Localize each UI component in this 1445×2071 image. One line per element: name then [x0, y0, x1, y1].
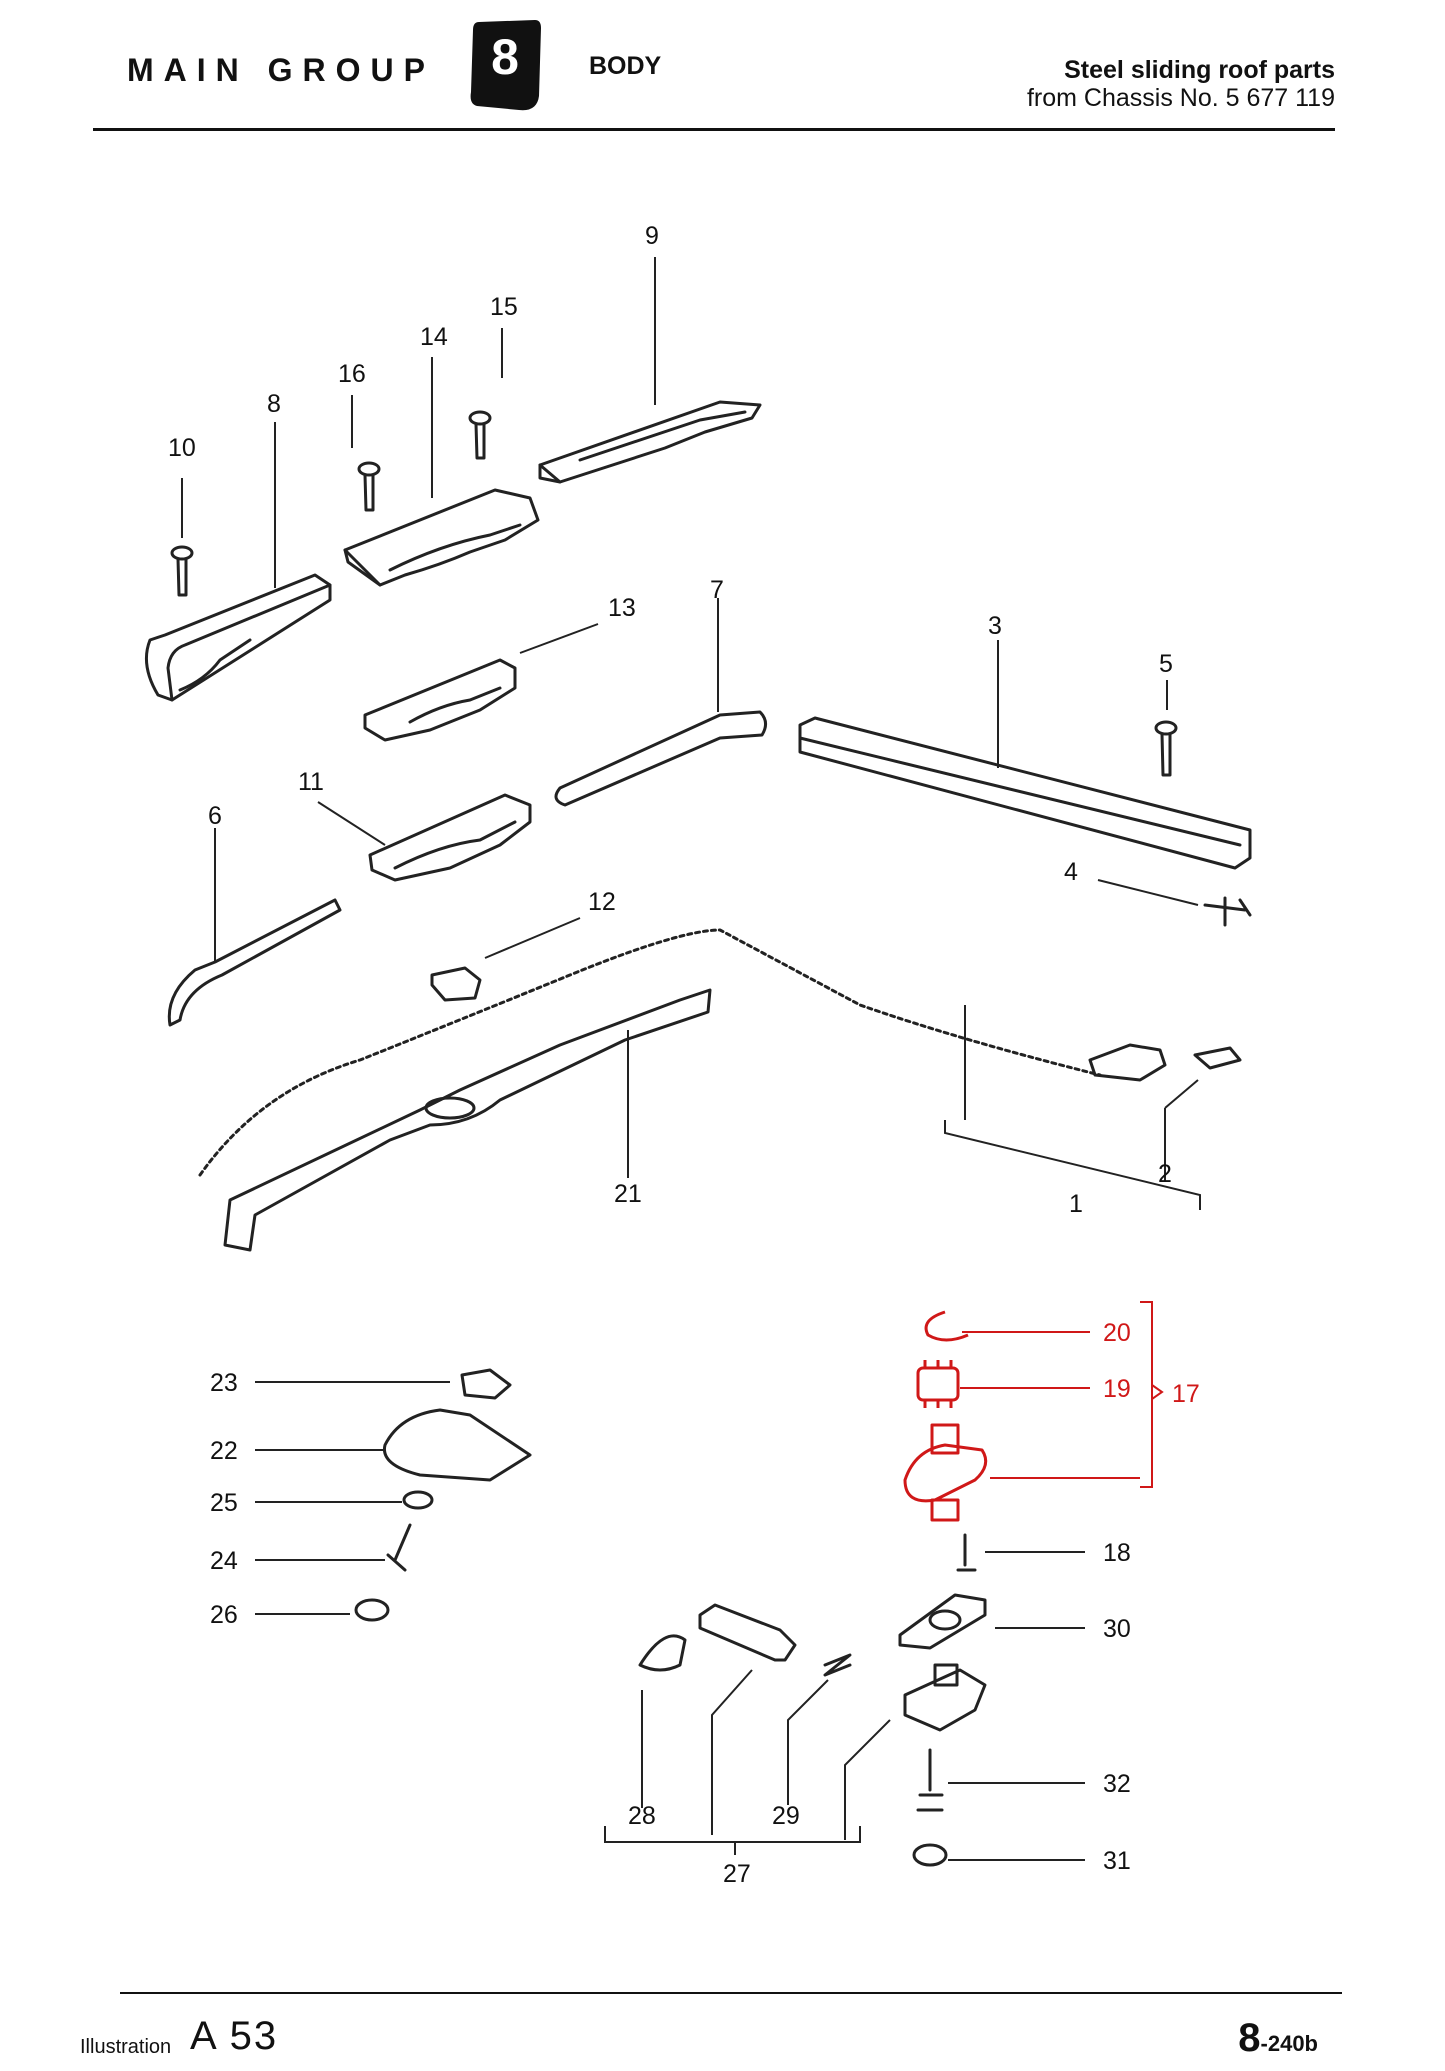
callout-17: 17	[1172, 1380, 1200, 1408]
part-24-screw	[386, 1523, 412, 1572]
part-20-circlip	[924, 1310, 969, 1342]
part-6-rod	[167, 898, 342, 1027]
part-16-screw	[357, 461, 381, 512]
callout-29: 29	[772, 1802, 800, 1830]
part-8-front-rail	[144, 573, 332, 702]
callout-1: 1	[1069, 1190, 1083, 1218]
callout-18: 18	[1103, 1539, 1131, 1567]
callout-11: 11	[298, 768, 324, 796]
callout-5: 5	[1159, 650, 1173, 678]
part-17-drive-assembly	[903, 1423, 988, 1522]
section-label: BODY	[589, 52, 662, 80]
part-13-bracket	[363, 658, 517, 742]
callout-21: 21	[614, 1180, 642, 1208]
callout-6: 6	[208, 802, 222, 830]
callout-26: 26	[210, 1601, 238, 1629]
callout-12: 12	[588, 888, 616, 916]
part-14-guide-carrier	[343, 488, 540, 587]
part-21-frame	[223, 988, 712, 1252]
group-number: 8	[491, 29, 519, 85]
part-9-guide-rail	[538, 400, 762, 484]
part-23-clip	[460, 1368, 512, 1400]
callout-19: 19	[1103, 1375, 1131, 1403]
part-31-washer	[912, 1843, 948, 1867]
part-12-clip	[430, 966, 482, 1002]
page-title: Steel sliding roof parts	[1064, 56, 1335, 84]
callout-23: 23	[210, 1369, 238, 1397]
part-crank-base	[903, 1663, 987, 1732]
part-22-cover	[382, 1408, 532, 1482]
part-4-pin	[1203, 896, 1252, 927]
page-number-suffix: -240b	[1260, 2031, 1318, 2056]
callout-7: 7	[710, 576, 724, 604]
callout-20: 20	[1103, 1319, 1131, 1347]
footer-rule	[120, 1992, 1342, 1994]
callout-4: 4	[1064, 858, 1078, 886]
part-1-cable	[198, 928, 1167, 1177]
main-group-label: MAIN GROUP	[127, 52, 435, 88]
part-30-gasket	[898, 1593, 987, 1650]
callout-15: 15	[490, 293, 518, 321]
part-2-clip	[1193, 1046, 1242, 1070]
callout-8: 8	[267, 390, 281, 418]
callout-32: 32	[1103, 1770, 1131, 1798]
illustration-code: A 53	[190, 2014, 279, 2058]
callout-22: 22	[210, 1437, 238, 1465]
callout-3: 3	[988, 612, 1002, 640]
callout-28: 28	[628, 1802, 656, 1830]
part-15-screw	[468, 410, 492, 460]
part-29-spring	[823, 1653, 852, 1677]
part-11-slider	[368, 793, 532, 882]
leader-lines-red	[960, 1301, 1164, 1488]
page-subtitle: from Chassis No. 5 677 119	[1026, 84, 1335, 112]
part-3-channel	[798, 716, 1252, 870]
part-32-screw	[916, 1748, 944, 1812]
part-27-crank-handle	[698, 1603, 797, 1662]
callout-14: 14	[420, 323, 448, 351]
part-18-screw	[956, 1533, 977, 1572]
group-badge-shape	[470, 20, 541, 111]
callout-27: 27	[723, 1860, 751, 1888]
part-28-knob	[638, 1634, 687, 1672]
part-5-screw	[1154, 720, 1178, 777]
page-number: 8-240b	[1238, 2016, 1318, 2061]
header-rule	[93, 128, 1335, 131]
callout-9: 9	[645, 222, 659, 250]
callout-13: 13	[608, 594, 636, 622]
part-10-screw	[170, 545, 194, 597]
callout-25: 25	[210, 1489, 238, 1517]
part-26-washer	[354, 1598, 390, 1622]
part-7-rod	[554, 710, 767, 807]
callout-16: 16	[338, 360, 366, 388]
callout-24: 24	[210, 1547, 238, 1575]
leader-lines	[181, 257, 1201, 1861]
illustration-label: Illustration	[80, 2036, 172, 2058]
page-number-main: 8	[1238, 2016, 1261, 2060]
callout-30: 30	[1103, 1615, 1131, 1643]
part-19-gear	[916, 1360, 960, 1408]
part-25-washer	[402, 1490, 434, 1510]
callout-2: 2	[1158, 1160, 1172, 1188]
callout-31: 31	[1103, 1847, 1131, 1875]
callout-10: 10	[168, 434, 196, 462]
